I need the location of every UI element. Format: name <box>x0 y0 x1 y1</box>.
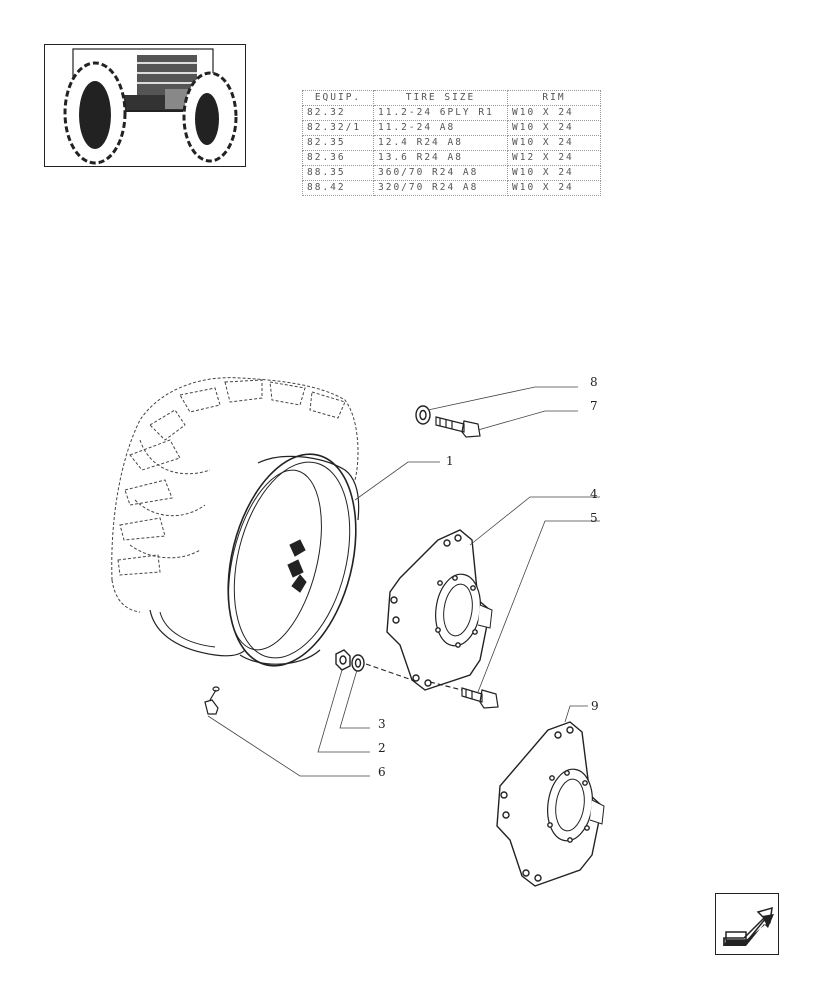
bolt-part-5 <box>429 681 499 709</box>
back-arrow-icon <box>723 906 774 946</box>
callout-3: 3 <box>378 717 386 731</box>
tire-sidewall-inner <box>159 611 216 648</box>
table-row: 88.42 320/70 R24 A8 W10 X 24 <box>302 180 601 196</box>
callout-9: 9 <box>591 699 599 713</box>
tire-outline <box>111 377 359 613</box>
table-row: 82.32/1 11.2-24 A8 W10 X 24 <box>302 120 601 136</box>
back-nav-button[interactable] <box>715 893 779 955</box>
callout-1: 1 <box>446 454 454 468</box>
tractor-rear-wheels-icon <box>63 48 238 165</box>
callout-4: 4 <box>590 487 598 501</box>
leader-lines <box>207 386 600 777</box>
tire-sidewall <box>149 609 246 657</box>
tractor-thumbnail <box>44 44 246 167</box>
washer-part-3 <box>351 654 365 672</box>
callout-2: 2 <box>378 741 386 755</box>
disc-part-9 <box>496 721 605 887</box>
nut-part-2 <box>335 649 351 671</box>
center-disc-part-4 <box>386 529 493 691</box>
rim-part-1 <box>227 453 360 667</box>
table-row: 88.35 360/70 R24 A8 W10 X 24 <box>302 165 601 181</box>
washer-part-8 <box>415 405 431 425</box>
table-row: 82.35 12.4 R24 A8 W10 X 24 <box>302 135 601 151</box>
callout-6: 6 <box>378 765 386 779</box>
callout-5: 5 <box>590 511 598 525</box>
valve-part-6 <box>204 686 220 715</box>
assembly-line <box>365 663 413 681</box>
bolt-part-7 <box>435 416 481 438</box>
callout-7: 7 <box>590 399 598 413</box>
table-header-row: EQUIP. TIRE SIZE RIM <box>302 90 601 106</box>
table-row: 82.32 11.2-24 6PLY R1 W10 X 24 <box>302 105 601 121</box>
table-cell: W10 X 24 <box>507 180 601 196</box>
tire-spec-table: EQUIP. TIRE SIZE RIM 82.32 11.2-24 6PLY … <box>302 90 601 196</box>
callout-8: 8 <box>590 375 598 389</box>
